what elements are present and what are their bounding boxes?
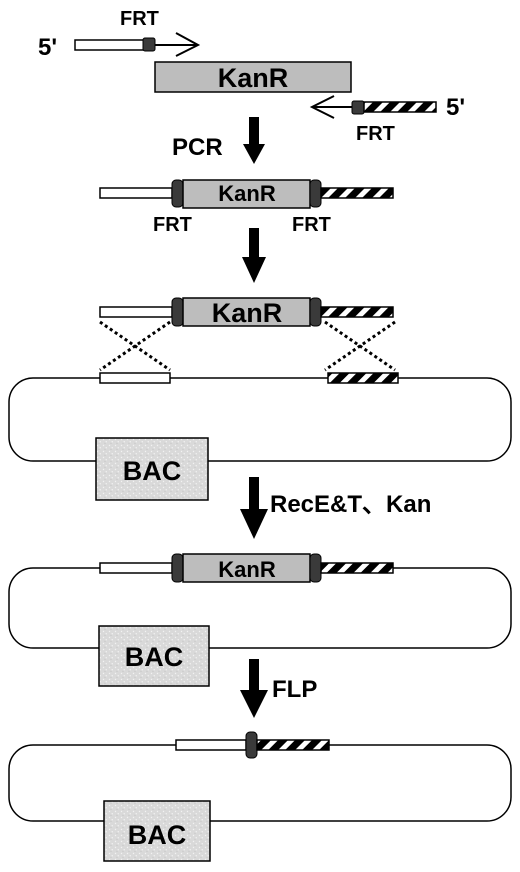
insert-left-arm <box>99 306 173 318</box>
bac-label-1: BAC <box>123 456 182 486</box>
kanr-label-template: KanR <box>218 63 289 93</box>
bac-label-2: BAC <box>125 642 184 672</box>
pcr-product-right-arm <box>320 187 394 199</box>
kanr-label-recombinant: KanR <box>218 557 276 582</box>
kanr-label-insert: KanR <box>212 298 283 328</box>
crossover-icon <box>324 320 396 372</box>
frt-site-icon <box>142 37 156 52</box>
down-arrow-icon <box>240 477 268 539</box>
five-prime-label-forward: 5' <box>38 34 57 61</box>
frt-site-icon <box>245 731 258 759</box>
down-arrow-icon <box>242 228 266 283</box>
frt-site-icon <box>309 553 322 583</box>
insert-right-arm <box>320 306 394 318</box>
pcr-product-left-arm <box>99 187 173 199</box>
primer-arrow-icon <box>309 95 352 119</box>
crossover-icon <box>99 320 171 372</box>
frt-site-icon <box>171 297 184 327</box>
bac-box-1 <box>95 437 209 501</box>
frt-label-left: FRT <box>153 214 192 236</box>
frt-label-primer-forward: FRT <box>120 8 159 30</box>
frt-label-right: FRT <box>292 214 331 236</box>
frt-site-icon <box>171 179 184 208</box>
bac-homology-left-1 <box>99 372 171 384</box>
recombinant-left-arm <box>99 562 173 574</box>
bac-box-3 <box>103 800 211 862</box>
recet-kan-label: RecE&T、Kan <box>270 491 431 518</box>
pcr-label: PCR <box>172 134 223 161</box>
flp-label: FLP <box>272 676 317 703</box>
frt-site-icon <box>309 179 322 208</box>
kanr-insert <box>182 297 311 327</box>
down-arrow-icon <box>240 659 268 718</box>
bac-plasmid-3 <box>8 744 512 822</box>
frt-site-icon <box>171 553 184 583</box>
primer-forward-homology-arm <box>74 39 146 51</box>
bac-box-2 <box>98 625 210 687</box>
final-left-arm <box>175 739 247 751</box>
primer-arrow-icon <box>155 32 201 57</box>
kanr-label-pcr-product: KanR <box>218 181 276 206</box>
recombinant-right-arm <box>320 562 394 574</box>
final-right-arm <box>256 739 330 751</box>
five-prime-label-reverse: 5' <box>446 94 465 121</box>
bac-homology-right-1 <box>327 372 399 384</box>
bac-label-3: BAC <box>128 820 187 850</box>
frt-site-icon <box>351 100 365 115</box>
kanr-recombinant <box>182 553 311 583</box>
primer-reverse-homology-arm <box>363 101 437 113</box>
frt-site-icon <box>309 297 322 327</box>
down-arrow-icon <box>243 117 265 164</box>
bac-plasmid-1 <box>8 377 512 462</box>
kanr-template <box>154 61 352 93</box>
frt-label-primer-reverse: FRT <box>356 123 395 145</box>
